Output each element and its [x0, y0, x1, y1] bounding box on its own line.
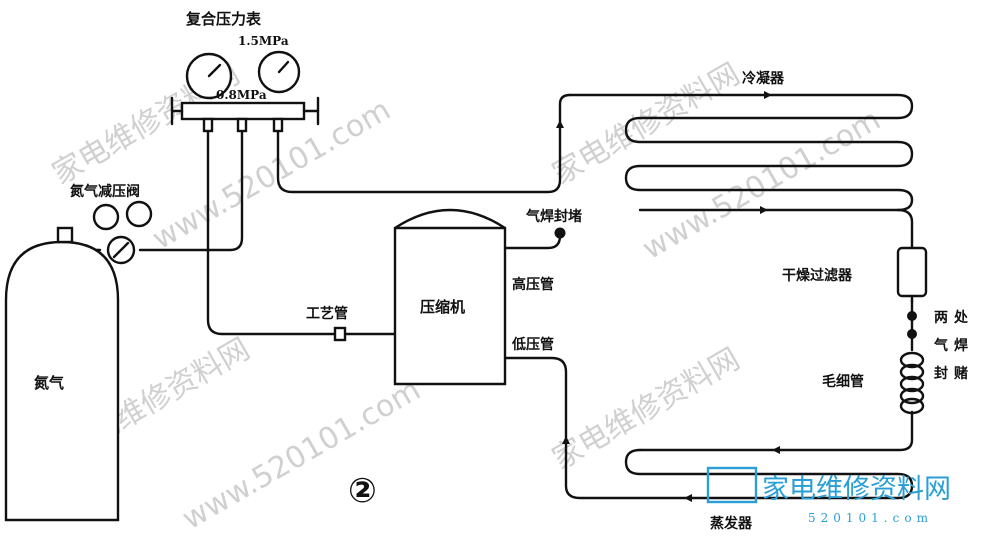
pipe-capillary-to-evaporator	[638, 410, 914, 452]
label-evaporator: 蒸发器	[710, 515, 753, 532]
low-dial-needle	[207, 63, 222, 78]
capillary-loop-3	[899, 375, 925, 393]
watermark-url-3: www.520101.com	[177, 372, 427, 537]
pipe-reducer-to-gauge	[138, 128, 244, 252]
evaporator-coil	[503, 356, 914, 500]
label-low-pipe: 低压管	[511, 336, 554, 353]
label-seal: 封赌	[934, 365, 974, 382]
arrow-left-evaporator	[772, 446, 780, 454]
pipe-gauge-to-condenser	[276, 93, 572, 194]
arrow-right-condenser-top	[764, 91, 772, 99]
arrow-up-condenser-inlet	[556, 120, 564, 128]
high-pressure-pipe	[503, 234, 562, 250]
compressor	[393, 208, 507, 386]
site-logo: 家电维修资料网 520101.com	[706, 466, 951, 525]
gauge-port-right	[272, 117, 284, 133]
flow-arrows	[556, 91, 780, 502]
nitrogen-cylinder	[4, 226, 120, 522]
condenser-coil	[568, 93, 914, 202]
weld-dot-1	[907, 311, 917, 321]
process-pipe	[206, 128, 397, 336]
filter-body	[896, 246, 928, 298]
label-seal-plug: 气焊封堵	[525, 208, 582, 225]
logo-text: 家电维修资料网	[762, 474, 951, 505]
label-compressor: 压缩机	[420, 298, 465, 316]
capillary-loop-2	[899, 363, 925, 381]
label-gauge-title: 复合压力表	[185, 10, 262, 28]
reducer-body-mark	[112, 241, 130, 259]
arrow-up-low-pipe	[562, 436, 570, 444]
reducer-left-dial	[92, 203, 120, 231]
label-filter: 干燥过滤器	[782, 267, 853, 284]
gauge-port-left	[202, 117, 214, 133]
seal-plug-dot	[554, 227, 566, 239]
process-pipe-coupler	[333, 326, 347, 342]
composite-pressure-gauge	[170, 50, 320, 133]
label-condenser: 冷凝器	[742, 70, 785, 87]
label-gas-weld: 气焊	[933, 337, 974, 354]
gauge-port-middle	[236, 117, 248, 133]
label-gauge-low: 0.8MPa	[216, 88, 267, 102]
gauge-manifold	[180, 101, 306, 121]
label-figure-number: ②	[348, 471, 377, 511]
arrow-left-evaporator-bottom	[684, 494, 692, 502]
label-capillary: 毛细管	[822, 373, 864, 390]
label-process-pipe: 工艺管	[306, 305, 348, 322]
capillary-coil	[899, 351, 925, 415]
logo-url: 520101.com	[808, 511, 933, 525]
capillary-loop-1	[899, 351, 925, 369]
label-cylinder: 氮气	[34, 374, 64, 392]
arrow-right-condenser-bottom	[760, 206, 768, 214]
compressor-body	[393, 208, 507, 386]
watermark-cn-2: 家电维修资料网	[547, 57, 746, 192]
watermark-cn-4: 家电维修资料网	[547, 342, 746, 477]
nitrogen-pressure-reducer	[92, 200, 153, 265]
capillary-loop-5	[899, 397, 925, 415]
condenser-loop-link	[896, 198, 914, 212]
label-gauge-high: 1.5MPa	[238, 34, 289, 48]
capillary-loop-4	[899, 387, 925, 405]
high-dial-needle	[277, 60, 290, 74]
logo-box	[706, 466, 758, 504]
cylinder-valve	[56, 226, 74, 244]
label-two-places: 两处	[934, 309, 974, 326]
label-reducer: 氮气减压阀	[69, 183, 140, 200]
label-high-pipe: 高压管	[512, 276, 554, 293]
reducer-right-dial	[125, 200, 153, 228]
dryer-filter	[896, 238, 928, 339]
weld-dot-2	[907, 329, 917, 339]
